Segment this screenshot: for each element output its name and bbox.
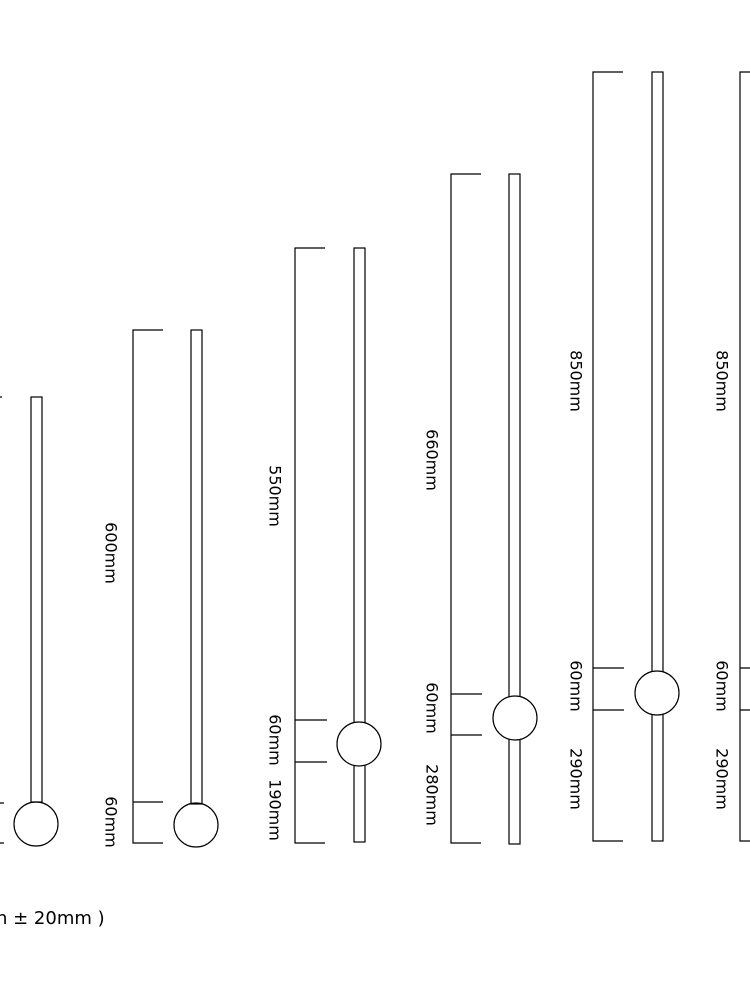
pendulum-2: 600mm 60mm (102, 329, 219, 848)
pendulum-bob (13, 801, 59, 847)
dimension-label-bob: 60mm (102, 796, 121, 848)
dimension-label-lower: 290mm (567, 748, 586, 810)
dimension-label-total: 850mm (567, 350, 586, 412)
pendulum-3: 550mm 60mm 190mm (266, 247, 382, 844)
dimension-label-lower: 280mm (423, 764, 442, 826)
dimension-label-total: 600mm (102, 522, 121, 584)
dimension-label-bob: 60mm (713, 660, 732, 712)
dimension-label-bob: 60mm (423, 682, 442, 734)
pendulum-6: 850mm 60mm 290mm (713, 71, 750, 842)
pendulum-bob (634, 670, 680, 716)
dimension-bracket (294, 247, 327, 844)
dimension-label-total: 660mm (423, 429, 442, 491)
dimension-bracket (0, 396, 4, 844)
pendulum-bob (173, 802, 219, 848)
pendulum-5: 850mm 60mm 290mm (567, 71, 680, 842)
dimension-bracket (739, 71, 750, 842)
dimension-label-total: 850mm (713, 350, 732, 412)
pendulum-rod (190, 329, 203, 805)
pendulum-rod (353, 247, 366, 843)
pendulum-4: 660mm 60mm 280mm (423, 173, 538, 845)
dimension-label-lower: 290mm (713, 748, 732, 810)
dimension-bracket (450, 173, 482, 844)
dimension-bracket (592, 71, 624, 842)
dimension-label-bob: 60mm (567, 660, 586, 712)
pendulum-rod (30, 396, 43, 803)
pendulum-1 (0, 396, 59, 847)
pendulum-rod (508, 173, 521, 845)
dimension-label-total: 550mm (266, 465, 285, 527)
tolerance-footnote: n ± 20mm ) (0, 908, 105, 929)
dimension-label-bob: 60mm (266, 714, 285, 766)
dimension-bracket (132, 329, 163, 844)
dimension-label-lower: 190mm (266, 779, 285, 841)
pendulum-bob (336, 721, 382, 767)
pendulum-bob (492, 695, 538, 741)
pendulum-rod (651, 71, 664, 842)
